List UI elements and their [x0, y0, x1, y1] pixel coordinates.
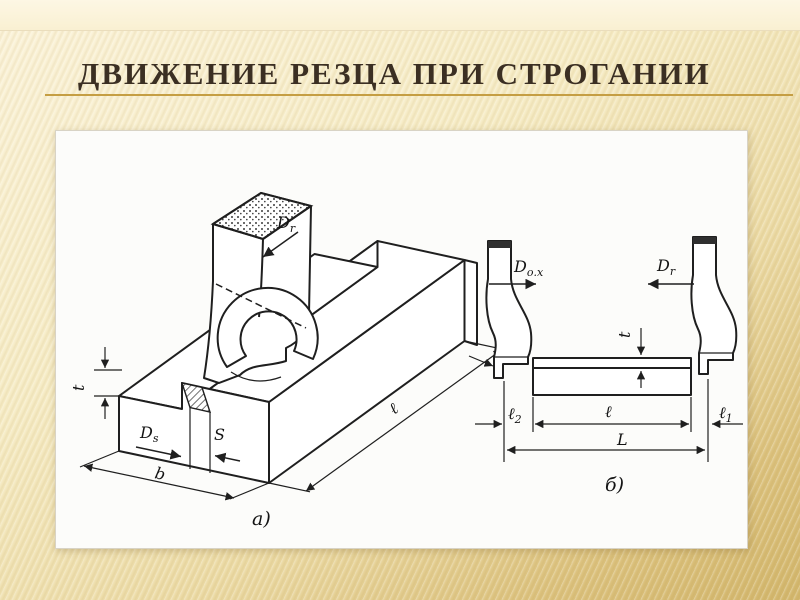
gooseneck-tool-outline	[485, 240, 533, 379]
ds-arrow	[135, 446, 182, 460]
s-label: S	[214, 425, 225, 444]
dimension-t-side: t	[615, 328, 646, 388]
dr-label: Dr	[276, 213, 296, 235]
l-arrow	[305, 349, 503, 492]
b-label: b	[153, 463, 167, 484]
dox-label: Dо.х	[513, 257, 544, 279]
gooseneck-tool-outline	[690, 236, 738, 375]
caption-a: а)	[252, 508, 271, 530]
figure-a-isometric: Dr t Ds	[69, 191, 506, 530]
dr-arrow	[262, 231, 299, 258]
l-extension-near	[268, 482, 311, 493]
dimension-b: b	[79, 450, 270, 501]
tool-top-cap	[488, 241, 511, 248]
hidden-edge-dashed-line	[215, 283, 307, 329]
workpiece-bar-outline	[532, 357, 692, 396]
tool-tip-pointer-arrow	[468, 355, 494, 367]
dimension-t: t	[69, 347, 122, 419]
dimension-L-total: L	[507, 430, 705, 455]
l1-label: ℓ1	[719, 403, 733, 425]
b-extension-left	[79, 450, 120, 468]
reverse-motion-dox: Dо.х	[489, 257, 544, 290]
dr-side-label: Dr	[656, 256, 676, 278]
tool-top-cap	[693, 237, 716, 244]
cutting-motion-dr: Dr	[262, 213, 299, 258]
l-label: ℓ	[385, 399, 402, 418]
figure-panel: Dr t Ds	[55, 130, 748, 549]
chip-curl	[216, 286, 319, 382]
l2-label: ℓ2	[508, 404, 522, 426]
gooseneck-tool-right	[690, 236, 738, 375]
figure-b-side-view: Dо.х Dr t	[468, 236, 743, 496]
chip-curl-mouth-arc	[230, 371, 282, 382]
cutting-motion-dr-side: Dr	[648, 256, 694, 290]
title-underline-rule	[45, 94, 793, 96]
workpiece-bar	[532, 357, 692, 396]
l-mid-label: ℓ	[605, 402, 612, 421]
dimension-s: S	[189, 407, 241, 473]
tool-top-front-edge	[212, 205, 312, 240]
ds-label: Ds	[139, 423, 159, 445]
feed-motion-ds: Ds	[135, 423, 182, 460]
chip-curl-ring	[216, 286, 319, 368]
slide-top-band	[0, 0, 800, 31]
t-label: t	[69, 384, 88, 391]
t-side-label: t	[615, 331, 634, 338]
L-label: L	[616, 430, 628, 449]
block-right-end-sliver	[463, 259, 478, 346]
b-extension-right	[229, 482, 270, 500]
slide-title: ДВИЖЕНИЕ РЕЗЦА ПРИ СТРОГАНИИ	[78, 56, 711, 91]
figure-svg: Dr t Ds	[69, 191, 743, 530]
caption-b: б)	[605, 474, 624, 496]
gooseneck-tool-left	[485, 240, 533, 379]
dimension-row-l: ℓ2 ℓ ℓ1	[475, 402, 743, 429]
b-arrow	[83, 463, 235, 501]
s-arrow	[214, 452, 241, 464]
